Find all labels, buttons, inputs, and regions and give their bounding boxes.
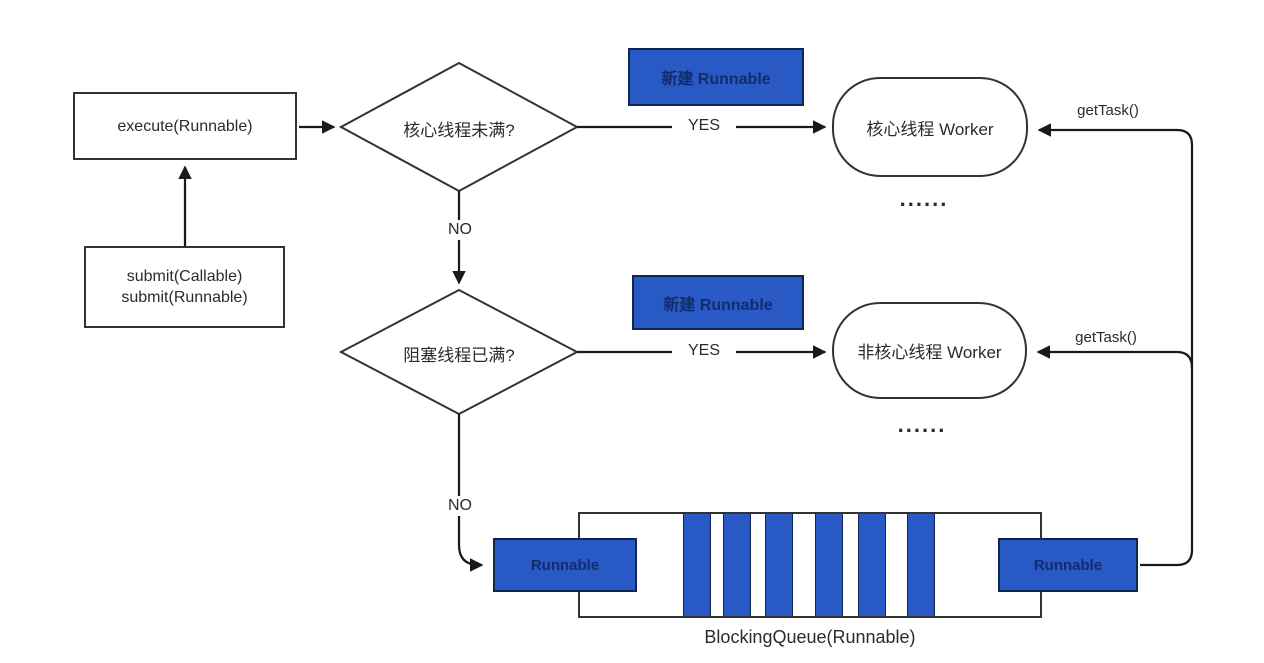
noncore-worker-label: 非核心线程 Worker	[857, 343, 1002, 362]
new-runnable-middle-label: 新建 Runnable	[663, 296, 773, 314]
gettask-middle-label: getTask()	[1075, 329, 1137, 346]
execute-box: execute(Runnable)	[73, 92, 297, 160]
no-top-label: NO	[438, 220, 482, 240]
runnable-dequeue-box: Runnable	[998, 538, 1138, 592]
queue-item-bar	[765, 514, 793, 616]
queue-item-bar	[723, 514, 751, 616]
runnable-enqueue-label: Runnable	[530, 556, 600, 574]
execute-box-label: execute(Runnable)	[117, 117, 253, 135]
core-worker-label: 核心线程 Worker	[866, 119, 994, 139]
queue-item-bar	[815, 514, 843, 616]
yes-middle-label: YES	[672, 341, 736, 361]
yes-top-label: YES	[672, 116, 736, 136]
queue-item-bar	[683, 514, 711, 616]
arrow-gettask-to-core-worker	[1037, 123, 1194, 567]
new-runnable-top-label: 新建 Runnable	[661, 71, 771, 88]
runnable-enqueue-box: Runnable	[493, 538, 637, 592]
submit-runnable-label: submit(Runnable)	[121, 289, 248, 306]
noncore-worker-ellipsis: ......	[897, 412, 947, 437]
runnable-dequeue-label: Runnable	[1033, 556, 1103, 574]
new-runnable-middle-box: 新建 Runnable	[632, 275, 804, 330]
decision-queue-label: 阻塞线程已满?	[403, 346, 515, 365]
gettask-top-label: getTask()	[1077, 102, 1139, 119]
noncore-worker-node: 非核心线程 Worker	[832, 302, 1027, 399]
submit-callable-label: submit(Callable)	[126, 268, 243, 285]
queue-item-bar	[858, 514, 886, 616]
arrow-no-to-queue	[457, 414, 484, 572]
submit-box: submit(Callable) submit(Runnable)	[84, 246, 285, 328]
blocking-queue-caption: BlockingQueue(Runnable)	[704, 627, 916, 647]
arrow-gettask-to-noncore-worker	[1036, 345, 1194, 369]
blocking-queue-box	[578, 512, 1042, 618]
new-runnable-top-box: 新建 Runnable	[628, 48, 804, 106]
no-middle-label: NO	[438, 496, 482, 516]
decision-core-label: 核心线程未满?	[403, 121, 515, 140]
core-worker-node: 核心线程 Worker	[832, 77, 1028, 177]
queue-item-bar	[907, 514, 935, 616]
core-worker-ellipsis: ......	[899, 186, 949, 211]
